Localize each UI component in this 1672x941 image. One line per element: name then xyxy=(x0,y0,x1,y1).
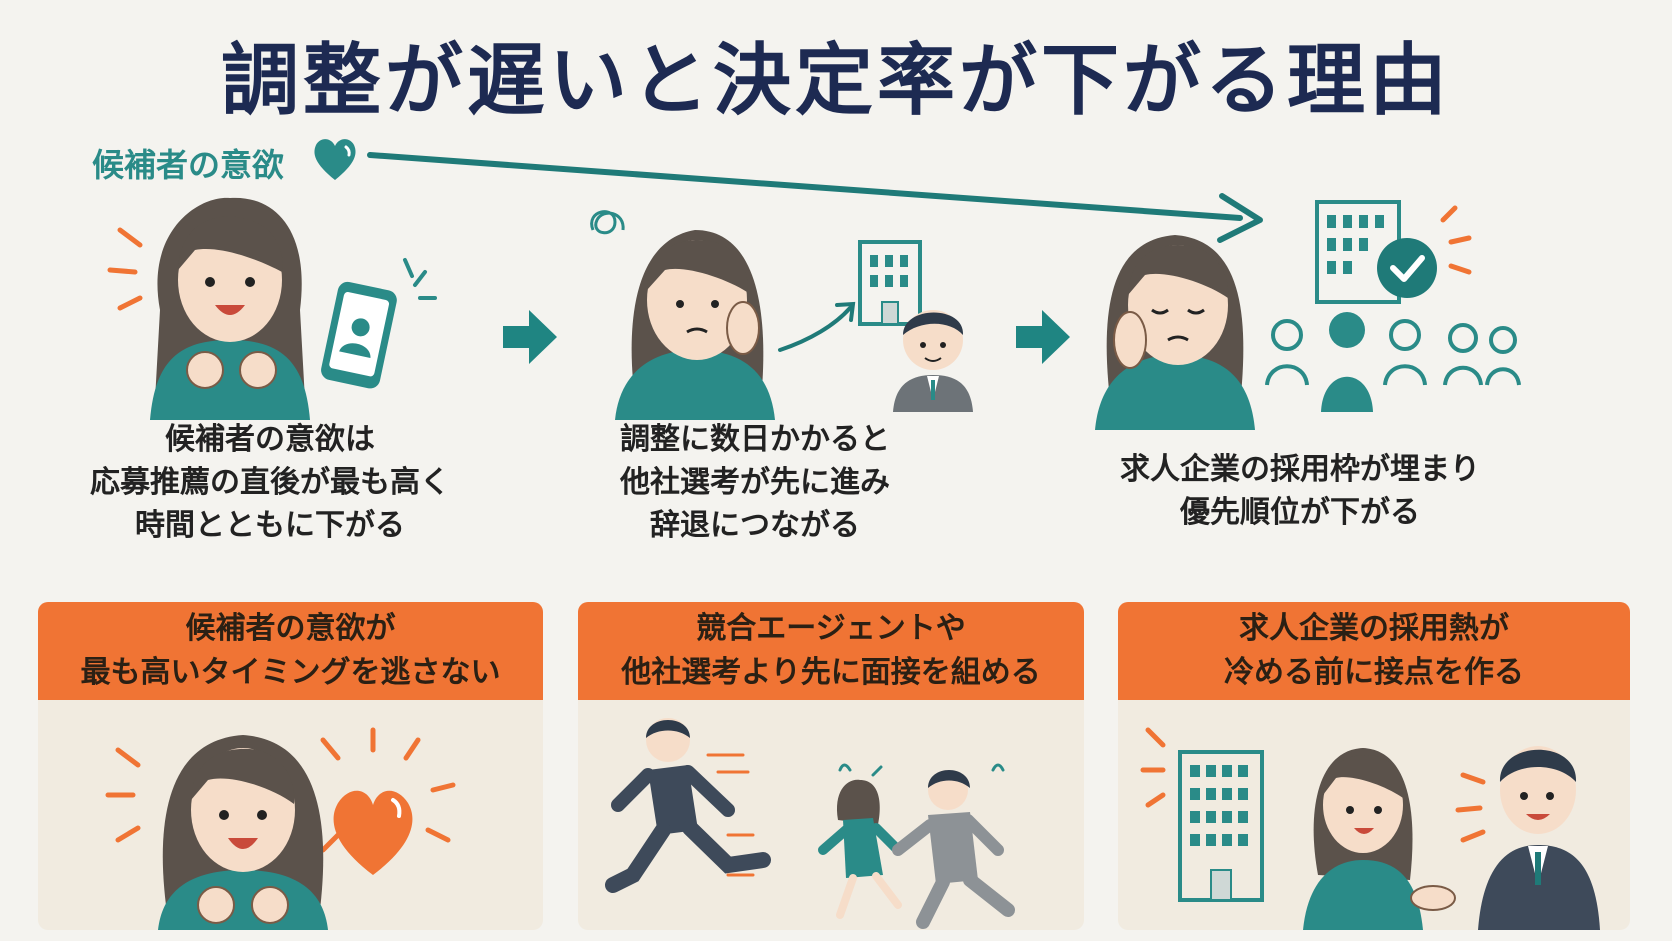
heart-icon xyxy=(314,139,356,180)
step-3-caption: 求人企業の採用枠が埋まり優先順位が下がる xyxy=(1120,452,1480,530)
company-building-icon xyxy=(1178,750,1264,902)
running-race-illustration xyxy=(605,718,1015,929)
excited-candidate-illustration xyxy=(105,727,456,930)
panel-3-heading: 求人企業の採用熱が冷める前に接点を作る xyxy=(1118,602,1630,700)
company-building-icon xyxy=(1315,200,1401,304)
candidate-runner-icon xyxy=(818,779,903,919)
heart-icon xyxy=(333,790,413,875)
check-circle-icon xyxy=(1377,238,1437,298)
handshake-meeting-illustration xyxy=(1140,727,1600,930)
arrow-right-icon xyxy=(1016,310,1070,364)
competitor-recruiter-icon xyxy=(893,310,973,412)
filled-positions-illustration xyxy=(1265,200,1521,412)
candidate-icon xyxy=(1303,748,1423,930)
leading-runner-icon xyxy=(605,718,771,893)
panel-2-heading: 競合エージェントや他社選考より先に面接を組める xyxy=(578,602,1084,700)
person-highlighted-icon xyxy=(1321,312,1373,412)
smartphone-icon xyxy=(321,281,397,389)
people-group-icon xyxy=(1265,319,1521,386)
motivation-label: 候補者の意欲 xyxy=(92,146,285,184)
worried-candidate-illustration xyxy=(590,210,973,420)
handshake-icon xyxy=(1410,885,1456,911)
page-title: 調整が遅いと決定率が下がる理由 xyxy=(220,36,1451,126)
benefit-panel-1: 候補者の意欲が最も高いタイミングを逃さない xyxy=(38,602,543,930)
rival-runner-icon xyxy=(892,770,1015,929)
benefit-panel-2: 競合エージェントや他社選考より先に面接を組める xyxy=(578,602,1084,930)
employer-representative-icon xyxy=(1478,746,1600,930)
arrow-right-icon xyxy=(503,310,557,364)
happy-candidate-illustration xyxy=(107,197,437,420)
benefit-panel-3: 求人企業の採用熱が冷める前に接点を作る xyxy=(1118,602,1630,930)
step-1-caption: 候補者の意欲は応募推薦の直後が最も高く時間とともに下がる xyxy=(90,422,450,543)
panel-1-heading: 候補者の意欲が最も高いタイミングを逃さない xyxy=(38,602,543,700)
discouraged-candidate-illustration xyxy=(1095,235,1255,430)
step-2-caption: 調整に数日かかると他社選考が先に進み辞退につながる xyxy=(620,422,890,543)
office-building-icon xyxy=(858,240,922,326)
